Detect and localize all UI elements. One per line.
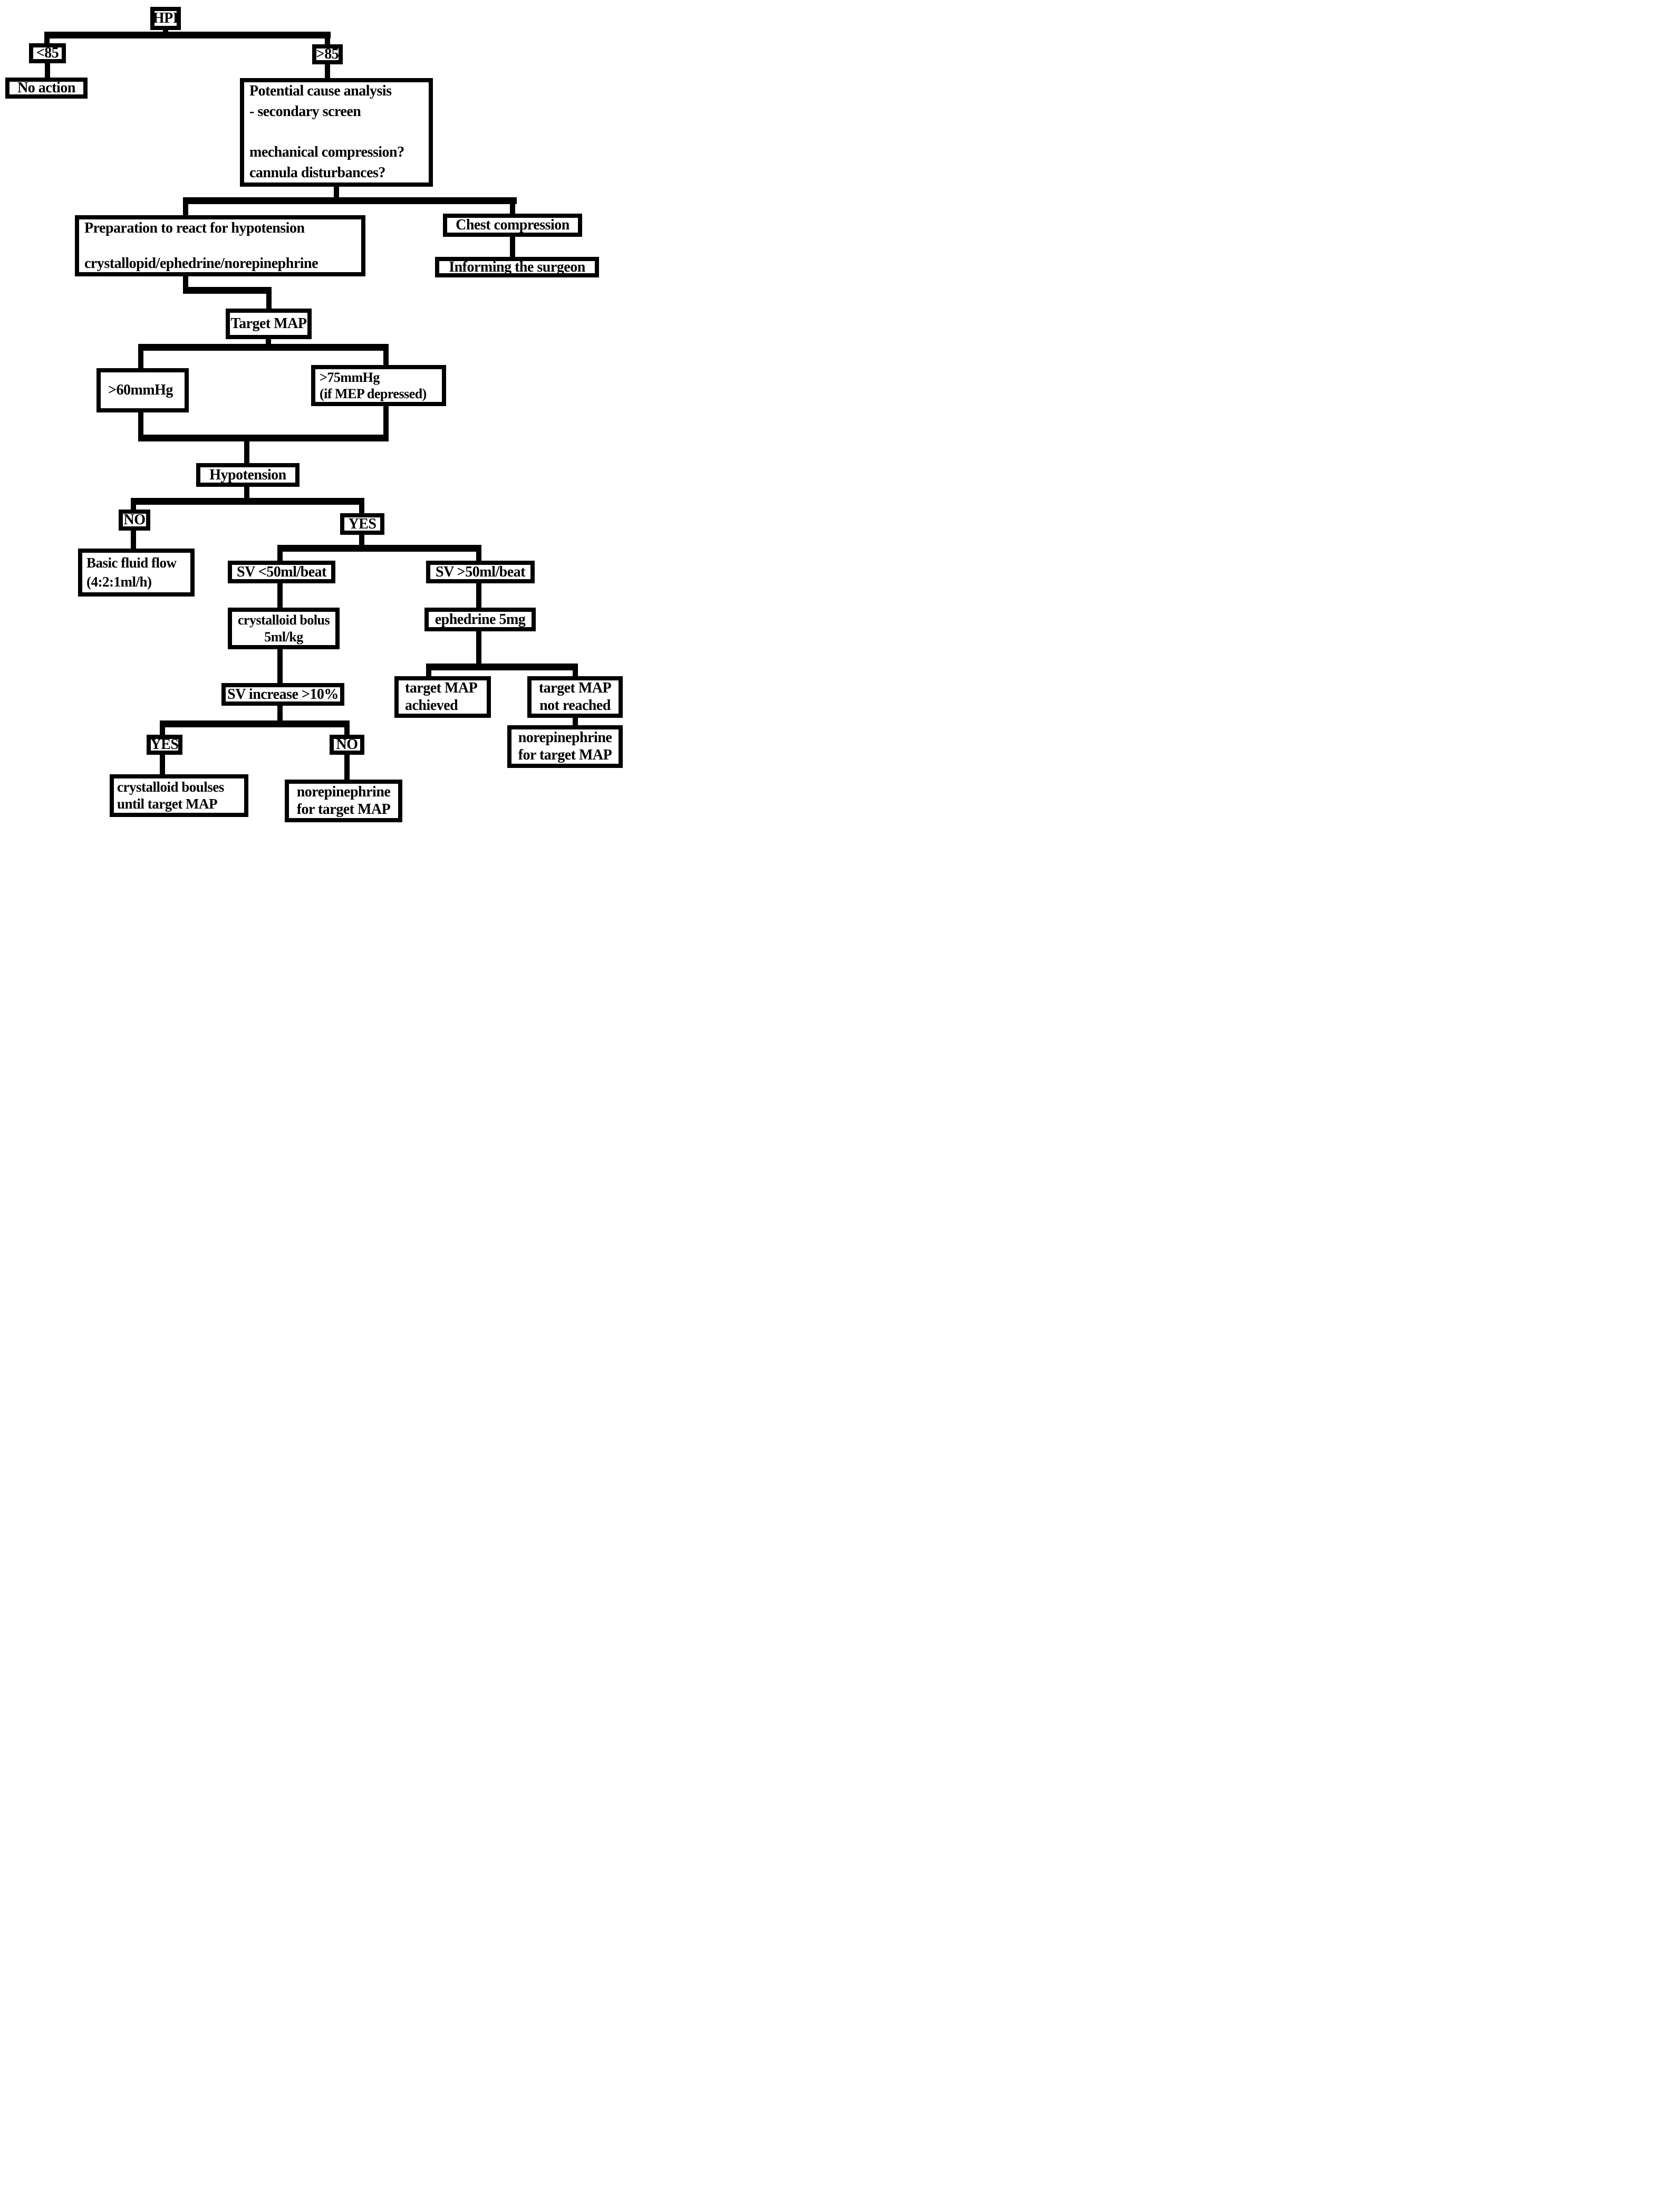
edge-potential-split: [183, 197, 188, 217]
edge-ephedrine-split: [573, 664, 578, 678]
node-informing-surgeon: Informing the surgeon: [435, 257, 599, 277]
node-no-2: NO: [330, 735, 364, 755]
edge-potential-split: [183, 197, 517, 204]
edge-svincrease-split: [277, 705, 283, 726]
edge-merge-hypotension: [138, 435, 389, 441]
edge-svlt50-bolus: [277, 582, 283, 610]
edge-merge-hypotension: [383, 405, 389, 440]
edge-merge-hypotension: [244, 435, 249, 465]
edge-hypotension-split: [131, 498, 364, 505]
node-crystalloid-boulses: crystalloid boulses until target MAP: [110, 774, 248, 817]
edge-target-map-split: [383, 344, 389, 367]
node-no-1: NO: [119, 510, 150, 531]
edge-no2-norepi: [344, 754, 350, 782]
node-norepinephrine-right: norepinephrine for target MAP: [507, 725, 623, 768]
edge-target-map-split: [138, 344, 143, 370]
edge-potential-split: [334, 186, 339, 201]
edge-hypotension-split: [131, 498, 136, 512]
edge-yes-split: [359, 534, 364, 552]
node-potential-cause: Potential cause analysis - secondary scr…: [240, 78, 433, 187]
edge-merge-hypotension: [138, 411, 143, 440]
edge-yes-split: [476, 545, 481, 563]
node-norepinephrine-bottom: norepinephrine for target MAP: [285, 780, 402, 822]
edge-preparation-target-map: [183, 287, 272, 294]
node-gt75: >75mmHg (if MEP depressed): [311, 365, 446, 406]
node-gt85: >85: [312, 44, 343, 64]
edge-target-map-split: [266, 338, 271, 346]
edge-yes2-boulses: [160, 754, 165, 776]
edge-hpi-split: [325, 32, 330, 46]
edge-svincrease-split: [344, 720, 350, 737]
node-target-map: Target MAP: [226, 309, 312, 339]
node-ephedrine: ephedrine 5mg: [424, 608, 536, 631]
node-lt85: <85: [29, 43, 66, 63]
edge-svincrease-split: [160, 720, 165, 737]
edge-preparation-target-map: [183, 275, 188, 291]
edge-no-basic-fluid: [131, 530, 136, 551]
edge-yes-split: [277, 545, 481, 552]
node-yes-2: YES: [147, 735, 182, 755]
edge-preparation-target-map: [266, 287, 272, 311]
edge-hypotension-split: [359, 498, 364, 515]
node-no-action: No action: [5, 78, 88, 99]
edge-target-map-split: [138, 344, 389, 351]
node-crystalloid-bolus: crystalloid bolus 5ml/kg: [228, 608, 340, 649]
edge-potential-split: [510, 197, 515, 216]
node-map-achieved: target MAP achieved: [394, 676, 491, 718]
edge-lt85-no-action: [45, 62, 50, 79]
node-sv-gt50: SV >50ml/beat: [426, 561, 535, 583]
node-hypotension: Hypotension: [196, 463, 300, 487]
node-chest-compression: Chest compression: [443, 214, 582, 237]
node-gt60: >60mmHg: [96, 368, 189, 412]
node-sv-increase: SV increase >10%: [221, 683, 344, 706]
edge-ephedrine-split: [426, 664, 578, 670]
edge-svgt50-ephedrine: [476, 582, 481, 610]
edge-ephedrine-split: [476, 630, 481, 669]
edge-svincrease-split: [160, 720, 350, 727]
edge-ephedrine-split: [426, 664, 431, 678]
edge-hpi-split: [44, 32, 331, 39]
edge-hypotension-split: [244, 486, 249, 503]
edge-gt85-potential: [325, 63, 330, 80]
node-hpi: HPI: [150, 7, 181, 30]
edge-notreached-norepi: [573, 717, 578, 727]
edge-yes-split: [277, 545, 283, 563]
edge-hpi-split: [44, 32, 50, 45]
edge-chest-informing: [510, 236, 515, 258]
node-sv-lt50: SV <50ml/beat: [228, 561, 335, 583]
edge-bolus-svincrease: [277, 648, 283, 685]
node-preparation: Preparation to react for hypotension cry…: [75, 215, 365, 276]
node-map-not-reached: target MAP not reached: [527, 676, 623, 718]
node-basic-fluid: Basic fluid flow (4:2:1ml/h): [78, 549, 195, 597]
node-yes-1: YES: [340, 513, 384, 535]
